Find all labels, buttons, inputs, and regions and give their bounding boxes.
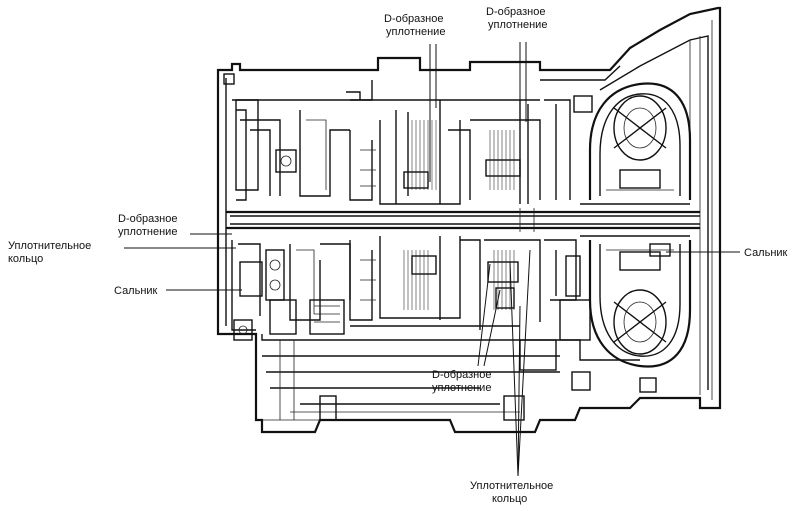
label-d-seal-top-left: D-образное уплотнение	[384, 13, 445, 38]
torque-converter	[580, 82, 692, 368]
label-text: уплотнение	[118, 226, 177, 238]
leader-lines	[124, 42, 740, 477]
label-seal-ring-left: Уплотнительное кольцо	[8, 240, 91, 265]
label-text: D-образное	[384, 13, 444, 25]
transmission-housing	[216, 6, 722, 434]
label-oil-seal-left: Сальник	[114, 285, 158, 297]
label-text: уплотнение	[386, 26, 445, 38]
label-text: Уплотнительное	[8, 240, 91, 252]
label-seal-ring-bottom: Уплотнительное кольцо	[470, 480, 553, 505]
label-text: Сальник	[114, 285, 158, 297]
label-d-seal-top-right: D-образное уплотнение	[486, 6, 547, 31]
label-text: D-образное	[486, 6, 546, 18]
label-text: кольцо	[492, 493, 527, 505]
label-text: D-образное	[432, 369, 492, 381]
left-end-assembly	[223, 73, 351, 341]
label-text: D-образное	[118, 213, 178, 225]
label-d-seal-mid-left: D-образное уплотнение	[118, 213, 178, 238]
label-text: уплотнение	[432, 382, 491, 394]
lower-gear-train	[269, 299, 657, 421]
clutch-packs	[346, 91, 593, 330]
main-shaft	[226, 208, 700, 232]
label-oil-seal-right: Сальник	[744, 247, 788, 259]
label-text: уплотнение	[488, 19, 547, 31]
label-text: Сальник	[744, 247, 788, 259]
label-text: кольцо	[8, 253, 43, 265]
label-text: Уплотнительное	[470, 480, 553, 492]
label-d-seal-bottom: D-образное уплотнение	[432, 369, 492, 394]
